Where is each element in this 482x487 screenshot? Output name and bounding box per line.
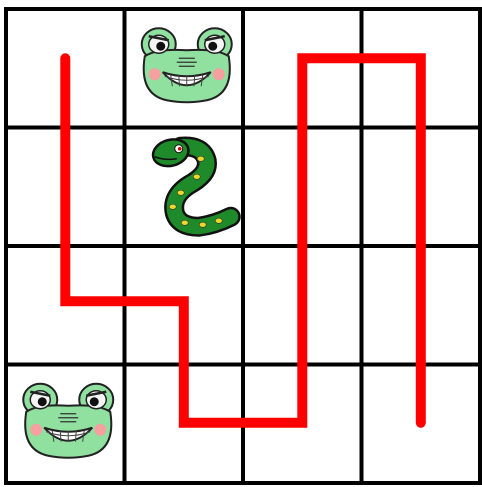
board-canvas	[0, 0, 482, 487]
game-board	[0, 0, 482, 487]
